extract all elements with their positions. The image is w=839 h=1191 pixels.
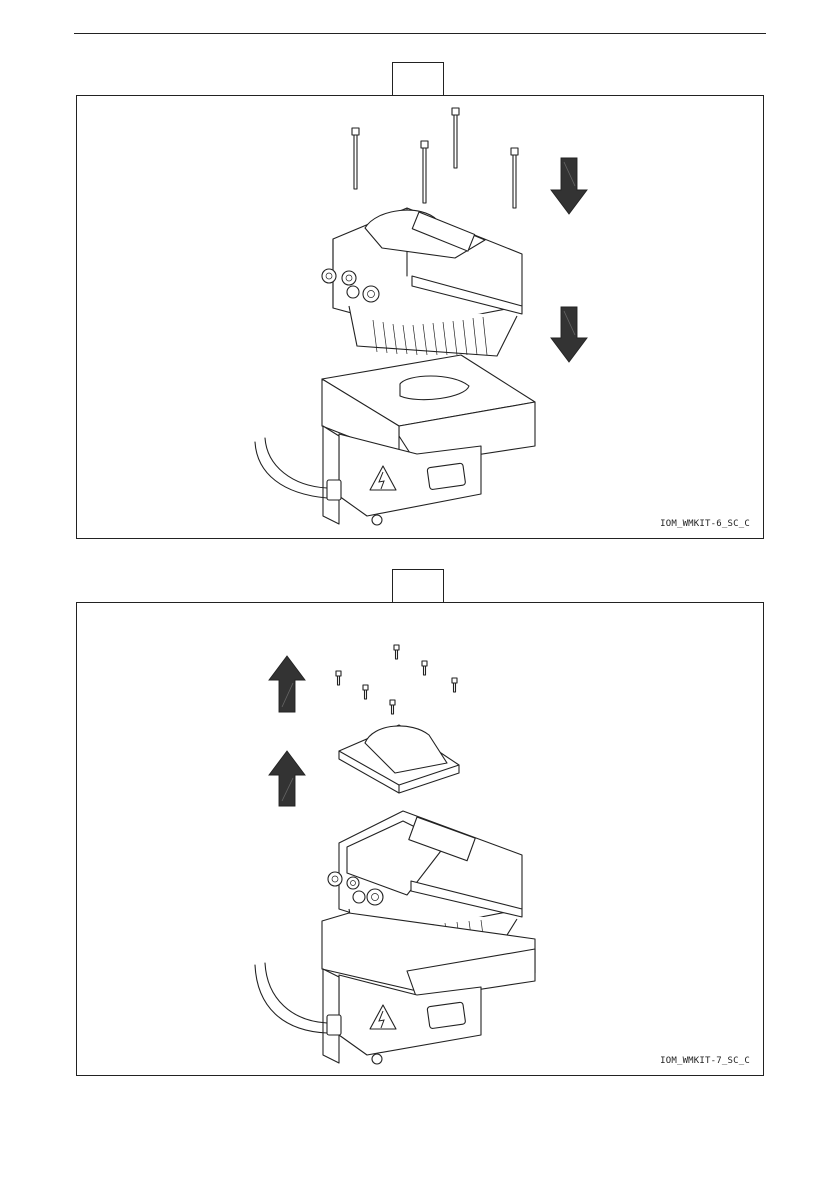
screw-icon <box>352 128 359 189</box>
screw-icon <box>422 661 427 675</box>
screw-icon <box>363 685 368 699</box>
figure-code: IOM_WMKIT-6_SC_C <box>660 519 750 529</box>
figure-panel-2: IOM_WMKIT-7_SC_C <box>76 602 764 1076</box>
drive-unit <box>322 208 522 356</box>
figure-tab-2 <box>392 569 444 602</box>
arrow-down-icon <box>551 307 587 362</box>
figure-code: IOM_WMKIT-7_SC_C <box>660 1056 750 1066</box>
cover <box>339 725 459 793</box>
figure-panel-1: IOM_WMKIT-6_SC_C <box>76 95 764 539</box>
screw-icon <box>394 645 399 659</box>
mounting-bracket <box>255 913 535 1064</box>
screw-icon <box>511 148 518 208</box>
screw-icon <box>452 678 457 692</box>
figure-tab-1 <box>392 62 444 95</box>
screw-icon <box>390 700 395 714</box>
header-rule <box>74 33 766 34</box>
mounting-bracket <box>255 355 535 525</box>
screw-icon <box>421 141 428 203</box>
arrow-down-icon <box>551 158 587 214</box>
arrow-up-icon <box>269 751 305 806</box>
figure-2-illustration <box>77 603 765 1077</box>
screw-icon <box>452 108 459 168</box>
screw-icon <box>336 671 341 685</box>
figure-1-illustration <box>77 96 765 540</box>
arrow-up-icon <box>269 656 305 712</box>
